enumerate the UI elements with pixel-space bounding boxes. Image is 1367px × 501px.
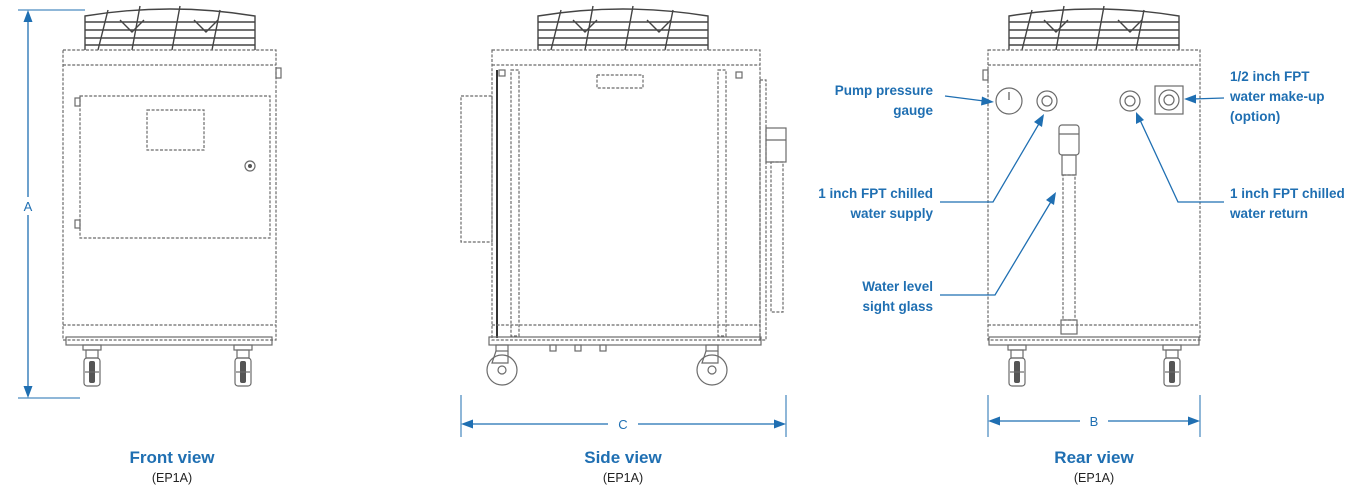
pump-gauge-line-2: gauge: [893, 103, 933, 118]
pump-pressure-gauge: [995, 87, 1023, 115]
callout-water-makeup: 1/2 inch FPT water make-up (option): [1184, 69, 1325, 124]
rear-view-model: (EP1A): [1074, 471, 1114, 485]
sight-glass-line-2: sight glass: [862, 299, 933, 314]
pump-gauge-line-1: Pump pressure: [835, 83, 934, 98]
side-view-title: Side view: [584, 448, 662, 467]
dimension-b: B: [987, 395, 1201, 437]
sight-glass-line-1: Water level: [862, 279, 933, 294]
chilled-supply-line-2: water supply: [849, 206, 933, 221]
dimension-a-label: A: [24, 199, 33, 214]
makeup-line-3: (option): [1230, 109, 1280, 124]
chilled-return-line-1: 1 inch FPT chilled: [1230, 186, 1345, 201]
makeup-line-1: 1/2 inch FPT: [1230, 69, 1310, 84]
rear-view-drawing: [982, 5, 1201, 387]
side-view-drawing: [460, 5, 787, 386]
dimension-c-label: C: [618, 417, 627, 432]
front-view-drawing: [62, 5, 282, 387]
callout-chilled-return: 1 inch FPT chilled water return: [1136, 112, 1345, 221]
dimension-b-label: B: [1090, 414, 1099, 429]
chilled-supply-line-1: 1 inch FPT chilled: [818, 186, 933, 201]
makeup-line-2: water make-up: [1229, 89, 1325, 104]
callout-chilled-supply: 1 inch FPT chilled water supply: [818, 114, 1044, 221]
front-view-model: (EP1A): [152, 471, 192, 485]
dimension-c: C: [460, 395, 787, 437]
front-view-title: Front view: [129, 448, 215, 467]
chilled-return-line-2: water return: [1229, 206, 1308, 221]
callout-pump-gauge: Pump pressure gauge: [835, 83, 994, 118]
rear-view-title: Rear view: [1054, 448, 1134, 467]
side-view-model: (EP1A): [603, 471, 643, 485]
callout-sight-glass: Water level sight glass: [862, 192, 1056, 314]
dimension-a: A: [18, 9, 85, 399]
